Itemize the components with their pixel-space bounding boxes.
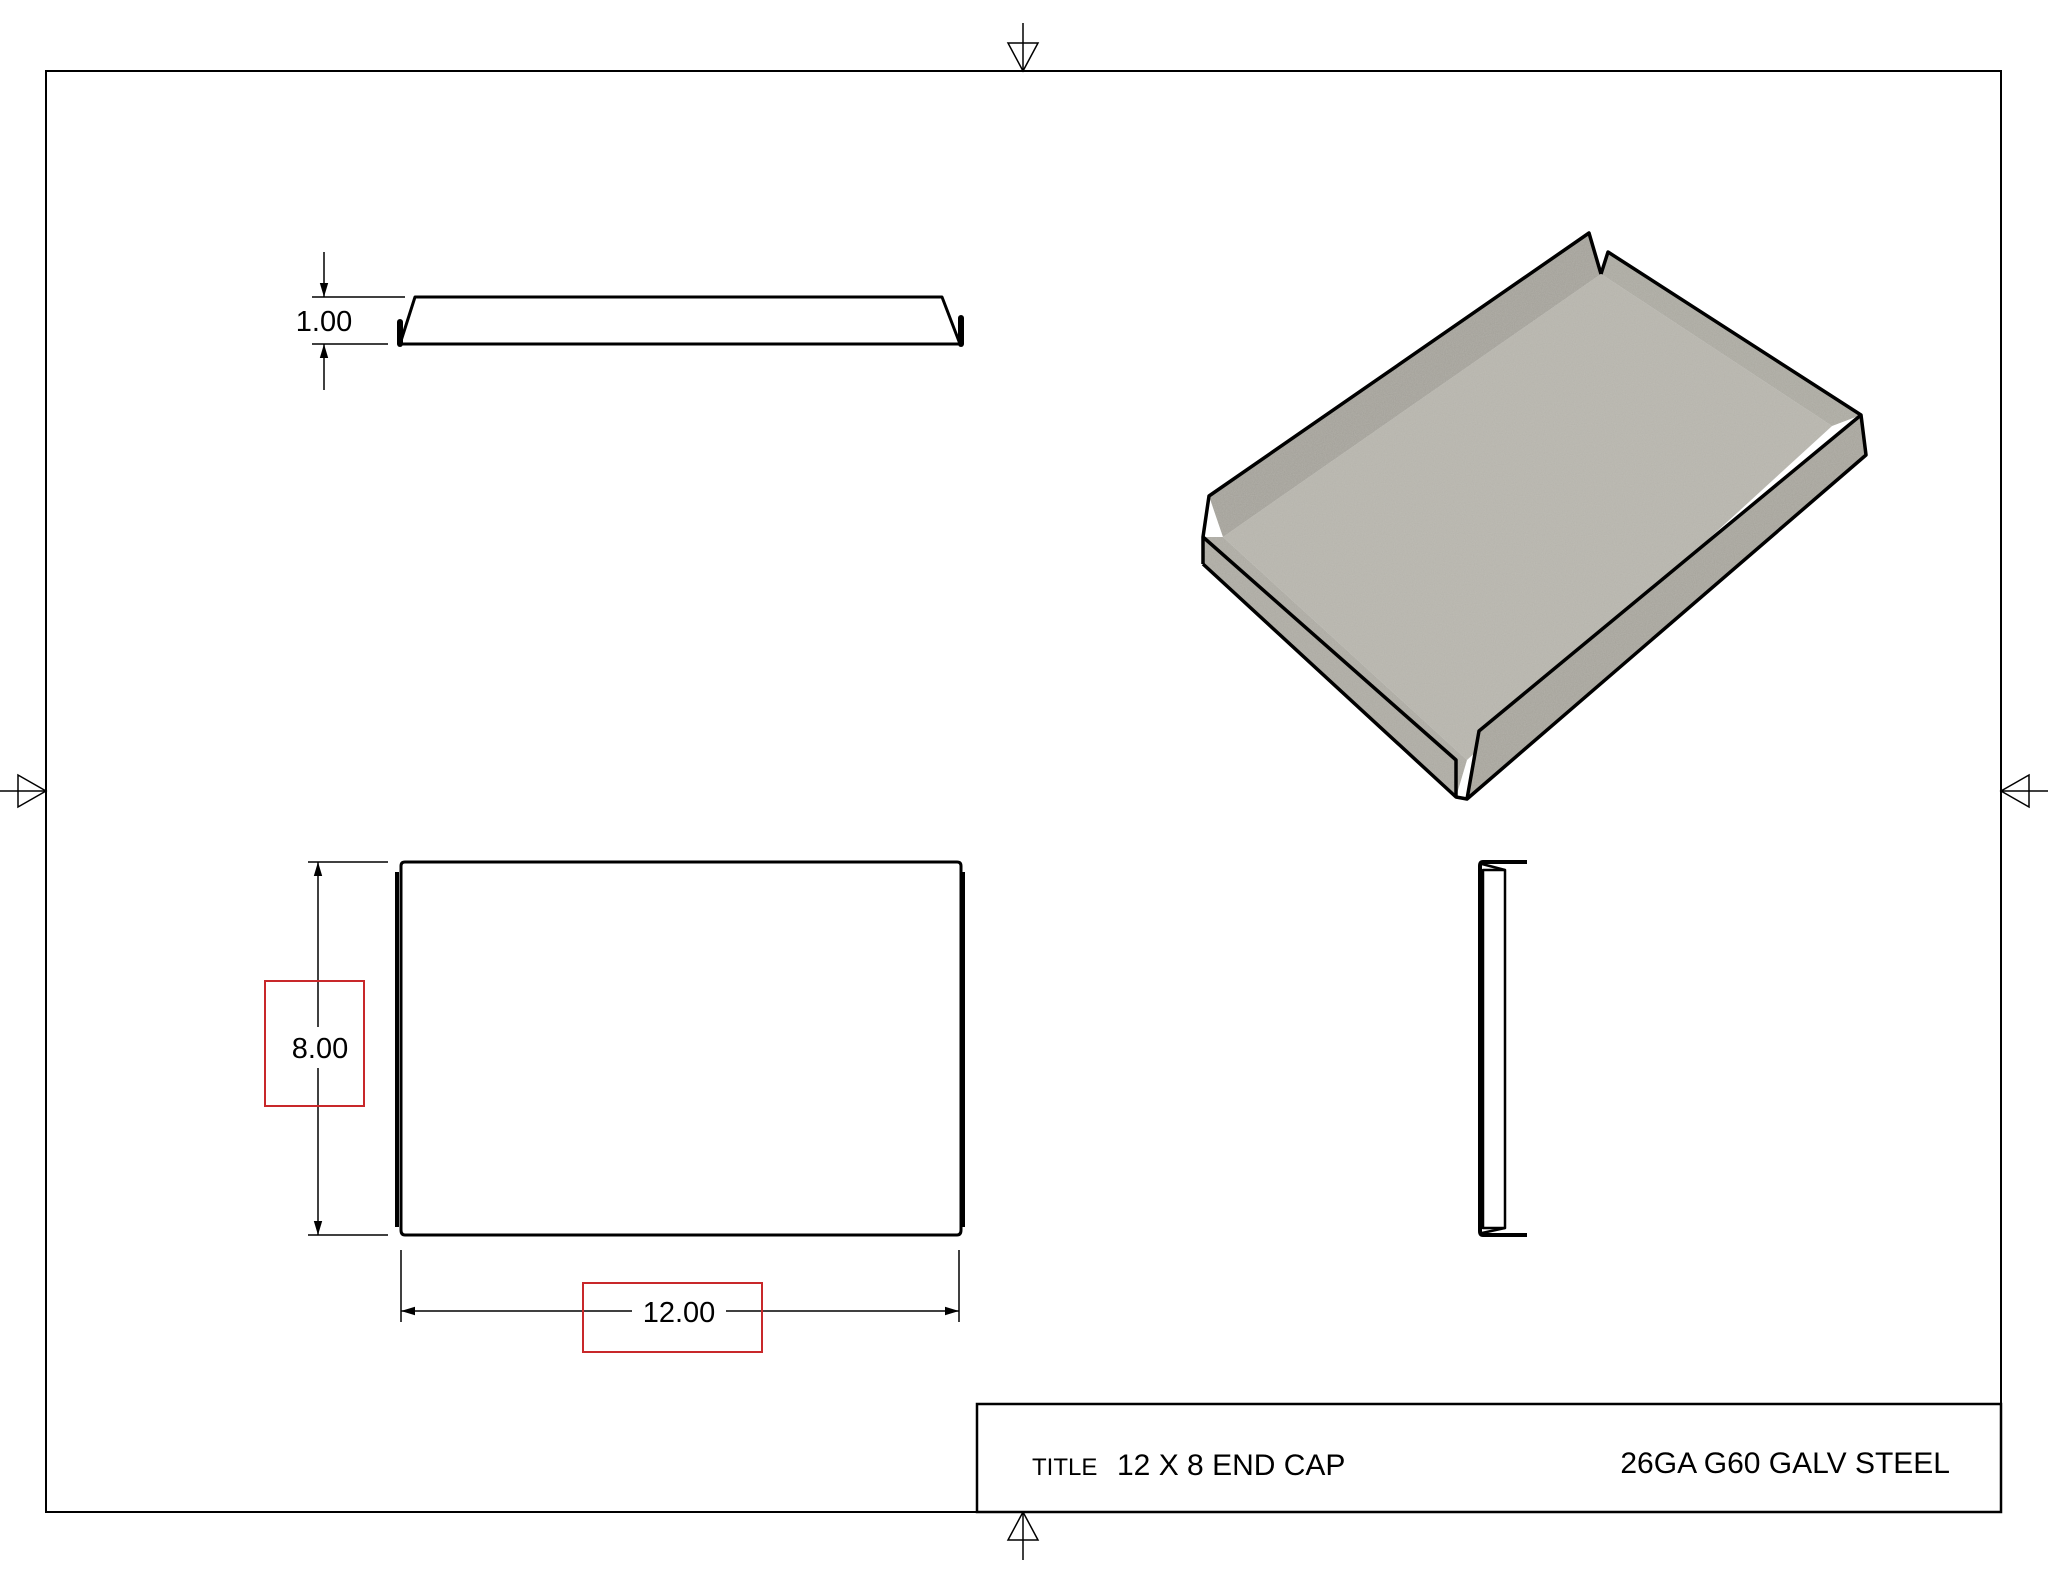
center-mark-top-icon: [1006, 23, 1040, 73]
depth-dimension-highlight: [264, 980, 365, 1107]
sheet-border: [45, 70, 2002, 1513]
plan-view: 8.00 12.00: [264, 860, 965, 1353]
title-block: TITLE 12 X 8 END CAP 26GA G60 GALV STEEL: [975, 1402, 2003, 1514]
width-dimension-highlight: [582, 1282, 763, 1353]
depth-dimension: [308, 861, 388, 1236]
height-dimension: [312, 252, 405, 390]
center-mark-bottom-icon: [1006, 1510, 1040, 1560]
isometric-view: [1203, 233, 1866, 799]
title-label: TITLE: [1032, 1454, 1097, 1481]
drawing-title: 12 X 8 END CAP: [1117, 1449, 1345, 1482]
width-dimension: [400, 1250, 960, 1322]
height-dimension-label: 1.00: [296, 306, 352, 338]
material-spec: 26GA G60 GALV STEEL: [1620, 1447, 1950, 1480]
center-mark-left-icon: [0, 773, 48, 809]
depth-dimension-label: 8.00: [292, 1033, 348, 1065]
front-elevation-view: 1.00: [296, 252, 964, 390]
isometric-outline: [1201, 231, 1868, 801]
width-dimension-label: 12.00: [643, 1297, 716, 1329]
right-side-view: [1478, 860, 1527, 1237]
center-mark-right-icon: [1999, 773, 2048, 809]
